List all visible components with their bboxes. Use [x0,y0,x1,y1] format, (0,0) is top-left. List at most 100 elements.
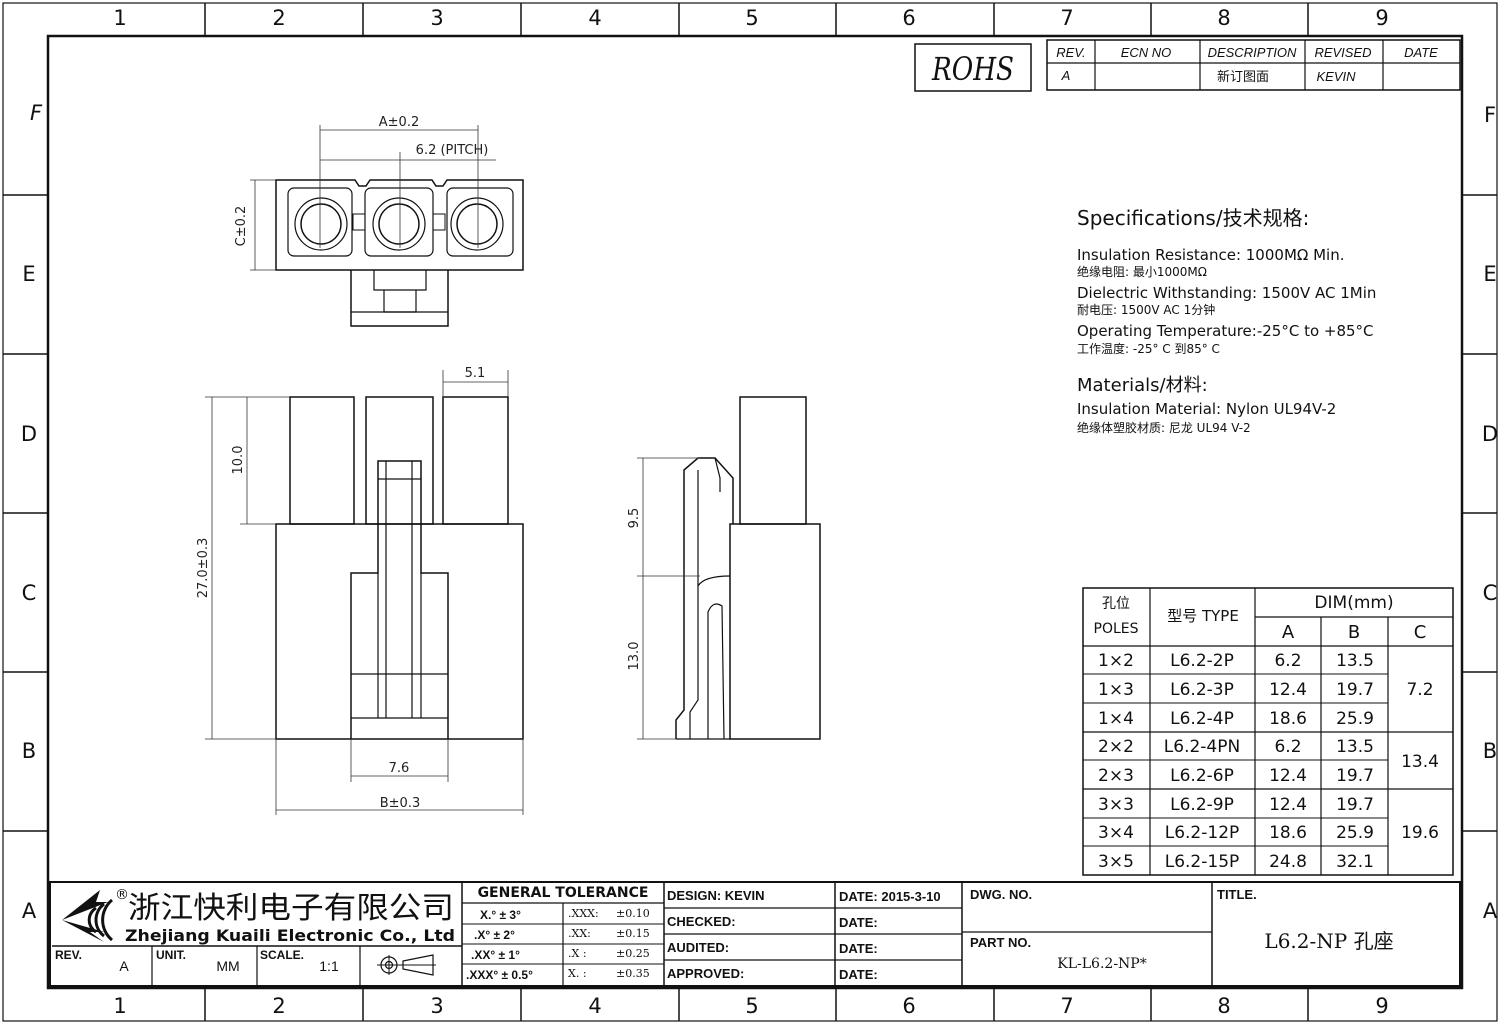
specifications-title: Specifications/技术规格: [1077,206,1309,230]
row-label: C [1483,581,1498,605]
tolerance-decimal-value: ±0.15 [616,927,650,940]
rohs-box [914,43,1032,92]
table-cell: 19.7 [1336,680,1374,700]
row-labels-right: F E D C B A [1482,103,1498,923]
table-cell: L6.2-4PN [1164,737,1240,757]
table-subheader-c: C [1414,622,1427,643]
table-cell: 32.1 [1336,852,1374,872]
table-cell: 25.9 [1336,823,1374,843]
date-field: DATE: [839,941,878,956]
company-logo [62,890,114,942]
dimension-10-0: 10.0 [231,446,246,475]
scale-value: 1:1 [319,958,339,974]
column-label: 9 [1375,994,1388,1018]
tolerance-angle: X.° ± 3° [480,908,521,922]
tolerance-decimal-key: .XX: [568,927,591,940]
table-cell: 6.2 [1274,737,1301,757]
revision-header: DATE [1404,45,1438,60]
table-cell: 2×2 [1098,737,1134,757]
table-cell: 18.6 [1269,709,1307,729]
tolerance-decimal-value: ±0.25 [616,947,650,960]
top-view-dimensions: A±0.2 6.2 (PITCH) C±0.2 [234,115,496,271]
column-label: 9 [1375,6,1388,30]
dimension-table: 孔位 POLES 型号 TYPE DIM(mm) A B C 1×2 L6.2-… [1082,587,1454,876]
column-label: 3 [430,994,443,1018]
table-cell: 6.2 [1274,651,1301,671]
unit-value: MM [216,958,239,974]
front-view [275,396,524,740]
specifications: Specifications/技术规格: Insulation Resistan… [1077,206,1376,435]
column-label: 5 [745,994,758,1018]
side-view [675,396,821,740]
column-label: 6 [902,6,915,30]
table-header-poles-cn: 孔位 [1102,596,1130,612]
column-label: 6 [902,994,915,1018]
dimension-c: C±0.2 [234,206,249,247]
table-cell: 1×3 [1098,680,1134,700]
rev-value: A [119,958,129,974]
revision-header: REVISED [1314,45,1371,60]
row-label: D [1482,422,1498,446]
table-cell: L6.2-6P [1170,766,1234,786]
row-label: B [22,739,36,763]
column-label: 3 [430,6,443,30]
spec-line: 绝缘电阻: 最小1000MΩ [1077,264,1207,279]
material-line: Insulation Material: Nylon UL94V-2 [1077,400,1336,418]
table-cell: 12.4 [1269,680,1307,700]
table-cell: 19.7 [1336,795,1374,815]
tolerance-decimal-key: X. : [568,967,587,980]
table-cell: L6.2-12P [1165,823,1240,843]
spec-line: 工作温度: -25° C 到85° C [1077,341,1220,356]
design-field: DESIGN: KEVIN [667,888,765,903]
row-labels-left: F E D C B A [21,101,43,923]
tolerance-decimal-key: .XXX: [568,907,599,920]
part-no-value: KL-L6.2-NP* [1057,956,1146,972]
tolerance-angle: .XX° ± 1° [471,948,520,962]
table-cell: L6.2-4P [1170,709,1234,729]
date-field: DATE: [839,915,878,930]
table-cell: 12.4 [1269,795,1307,815]
column-label: 8 [1217,994,1230,1018]
spec-line: Operating Temperature:-25°C to +85°C [1077,322,1374,340]
table-cell: 13.5 [1336,737,1374,757]
table-subheader-b: B [1348,622,1360,643]
table-cell: 1×2 [1098,651,1134,671]
row-label: A [1483,899,1498,923]
column-label: 2 [272,6,285,30]
dwg-no-label: DWG. NO. [970,887,1032,902]
date-field: DATE: 2015-3-10 [839,889,941,904]
column-labels-top: 1 2 3 4 5 6 7 8 9 [113,6,1388,30]
tolerance-decimal-value: ±0.35 [616,967,650,980]
registered-mark: ® [115,887,129,903]
general-tolerance-title: GENERAL TOLERANCE [478,885,649,901]
table-subheader-a: A [1282,622,1295,643]
inner-frame [46,34,1464,990]
drawing-title: L6.2-NP 孔座 [1264,929,1393,953]
approved-field: APPROVED: [667,966,744,981]
revision-header: ECN NO [1121,45,1172,60]
table-cell: 1×4 [1098,709,1134,729]
table-cell: 19.7 [1336,766,1374,786]
column-label: 7 [1060,6,1073,30]
date-field: DATE: [839,967,878,982]
dimension-13-0: 13.0 [627,642,642,671]
tolerance-decimal-value: ±0.10 [616,907,650,920]
column-labels-bottom: 1 2 3 4 5 6 7 8 9 [113,994,1388,1018]
part-no-label: PART NO. [970,935,1031,950]
table-cell: 2×3 [1098,766,1134,786]
table-cell: L6.2-9P [1170,795,1234,815]
tolerance-angle: .XXX° ± 0.5° [466,968,533,982]
table-cell: 25.9 [1336,709,1374,729]
table-header-type: 型号 TYPE [1167,607,1239,625]
table-cell-c: 13.4 [1401,752,1439,772]
revision-cell: 新订图面 [1217,69,1269,85]
dimension-pitch: 6.2 (PITCH) [416,143,489,158]
company-name-cn: 浙江快利电子有限公司 [128,891,454,926]
top-view [275,179,524,327]
row-label: A [22,899,37,923]
table-cell: 12.4 [1269,766,1307,786]
table-cell: L6.2-2P [1170,651,1234,671]
table-cell: 3×3 [1098,795,1134,815]
